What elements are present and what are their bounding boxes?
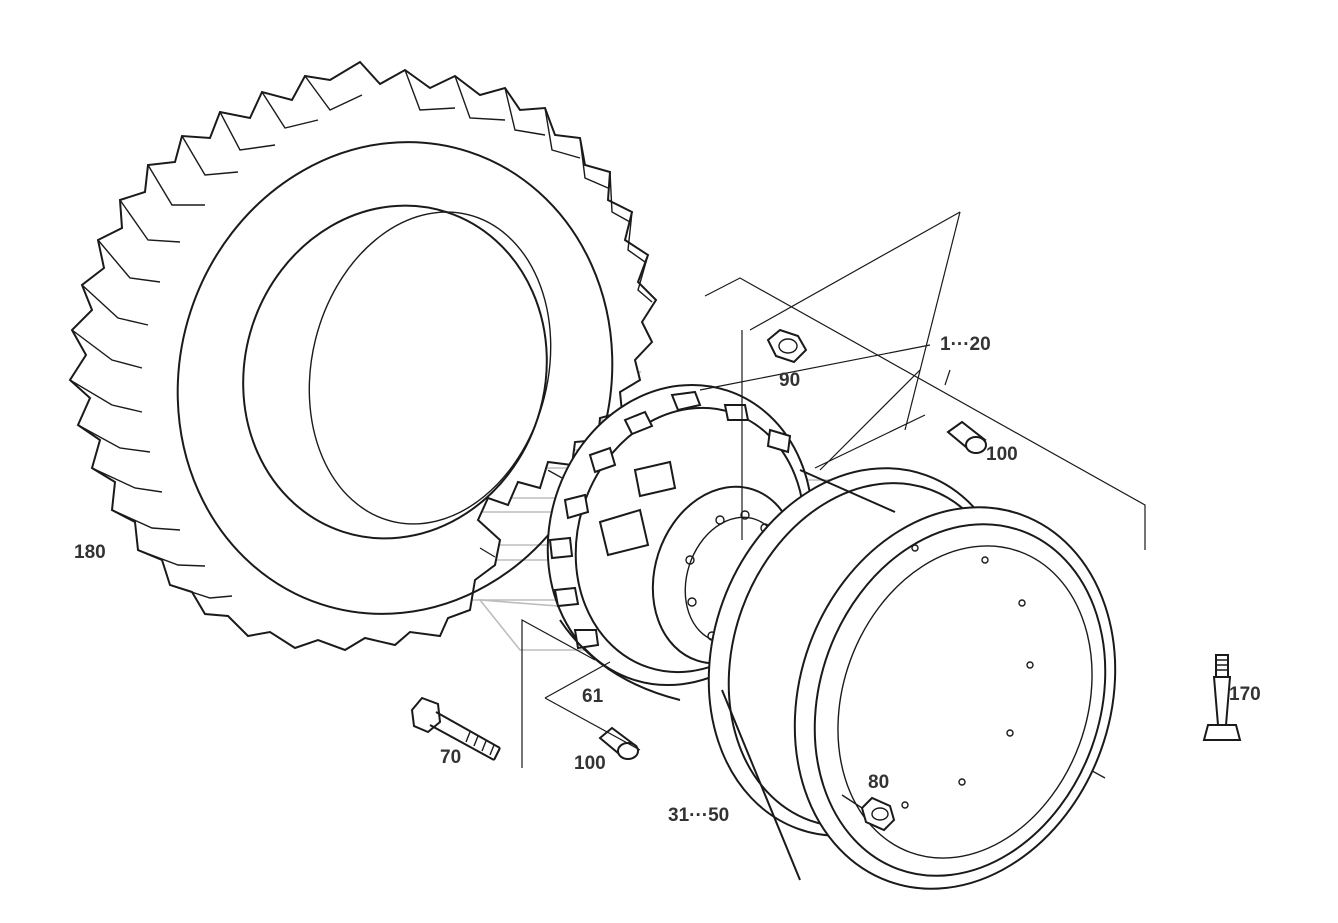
nut-90 xyxy=(766,328,808,364)
tyre-inner-wall xyxy=(308,211,552,525)
callout-spacer-left: 100 xyxy=(574,753,606,774)
tyre xyxy=(68,60,658,652)
leader-lines xyxy=(479,211,1146,768)
rim-front-flange xyxy=(793,506,1117,890)
callout-disc: 61 xyxy=(582,686,604,707)
callout-spacer-right: 100 xyxy=(986,444,1018,465)
tyre-tread-lugs xyxy=(68,60,658,652)
spacer-100-right xyxy=(946,420,987,454)
wheel-rim xyxy=(707,467,1117,890)
callout-tyre: 180 xyxy=(74,542,106,563)
nut-80 xyxy=(841,794,896,832)
callout-wheel-assembly: 1···20 xyxy=(940,334,991,355)
callout-nut-rim: 80 xyxy=(868,772,890,793)
callout-valve: 170 xyxy=(1229,684,1261,705)
bolt-70 xyxy=(410,696,501,761)
valve-170 xyxy=(1202,654,1242,741)
callout-rim: 31···50 xyxy=(668,805,730,826)
callout-nut-top: 90 xyxy=(779,370,801,391)
callout-bolt: 70 xyxy=(440,747,462,768)
